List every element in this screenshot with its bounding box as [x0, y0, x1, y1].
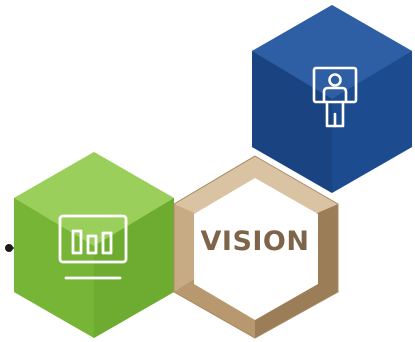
vision-label: VISION: [200, 226, 310, 257]
blue-hexagon: [252, 5, 412, 193]
vision-hexagon: [173, 155, 339, 339]
presentation-chart-icon: [58, 214, 128, 280]
connector-dot: [5, 244, 13, 252]
green-hexagon: [14, 152, 174, 338]
user-portrait-icon: [312, 66, 358, 128]
